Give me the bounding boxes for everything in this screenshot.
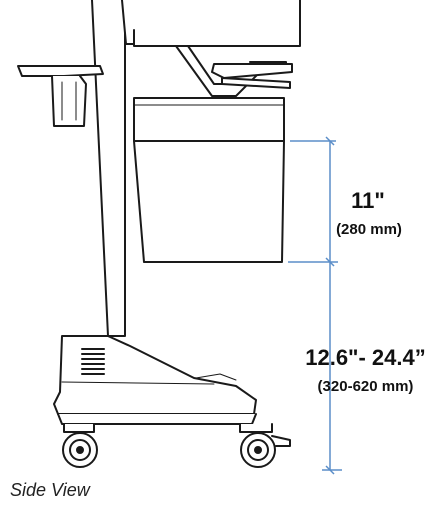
base-height-metric: (320-620 mm) bbox=[317, 378, 414, 395]
view-caption: Side View bbox=[10, 480, 90, 500]
vent-grille bbox=[81, 348, 105, 375]
dimension-line-drawer-height bbox=[290, 136, 336, 267]
side-bin bbox=[17, 65, 104, 127]
keyboard-tray bbox=[211, 63, 293, 89]
storage-drawer bbox=[133, 97, 285, 263]
dimension-line-base-height bbox=[288, 261, 342, 475]
front-caster bbox=[62, 423, 98, 468]
rear-caster bbox=[239, 423, 291, 468]
cart-base bbox=[53, 335, 257, 425]
base-height-imperial: 12.6"- 24.4” bbox=[305, 345, 426, 370]
monitor-mount bbox=[121, 0, 301, 97]
cart-column bbox=[91, 0, 126, 337]
drawer-height-imperial: 11" bbox=[351, 188, 385, 213]
drawer-height-metric: (280 mm) bbox=[336, 221, 402, 238]
